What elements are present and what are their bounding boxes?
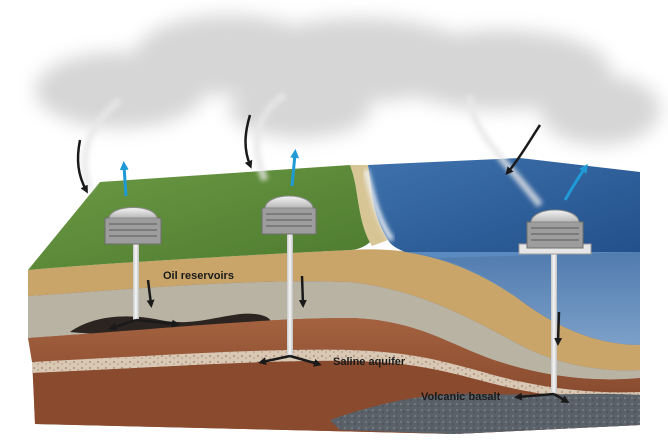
grey-rock-layer	[28, 281, 640, 380]
injection-spread-arrows	[108, 318, 570, 404]
air-swirl-streams	[81, 91, 543, 208]
co2-descending-arrows	[146, 275, 563, 346]
red-rock-layer-upper	[28, 318, 640, 393]
label-volcanic-basalt: Volcanic basalt	[421, 391, 501, 403]
arrow-up-icon	[119, 149, 588, 201]
saline-aquifer-layer	[32, 349, 640, 401]
label-saline-aquifer: Saline aquifer	[333, 356, 406, 368]
injection-pipe-center	[287, 228, 293, 356]
ocean-surface	[368, 158, 640, 252]
volcanic-basalt-layer	[330, 393, 640, 434]
injection-pipe-right	[551, 252, 557, 394]
cloud-layer	[35, 15, 660, 145]
label-oil-reservoirs: Oil reservoirs	[163, 270, 234, 282]
sand-layer	[28, 249, 640, 371]
injection-pipe-left	[133, 240, 139, 320]
water-cross-section	[405, 252, 640, 345]
co2-capture-unit-icon	[104, 207, 162, 245]
surf-foam	[363, 169, 395, 242]
co2-capture-unit-icon	[261, 195, 317, 235]
arrow-down-icon	[76, 114, 542, 194]
co2-capture-unit-icon	[518, 209, 592, 255]
beach-surface	[350, 165, 388, 246]
